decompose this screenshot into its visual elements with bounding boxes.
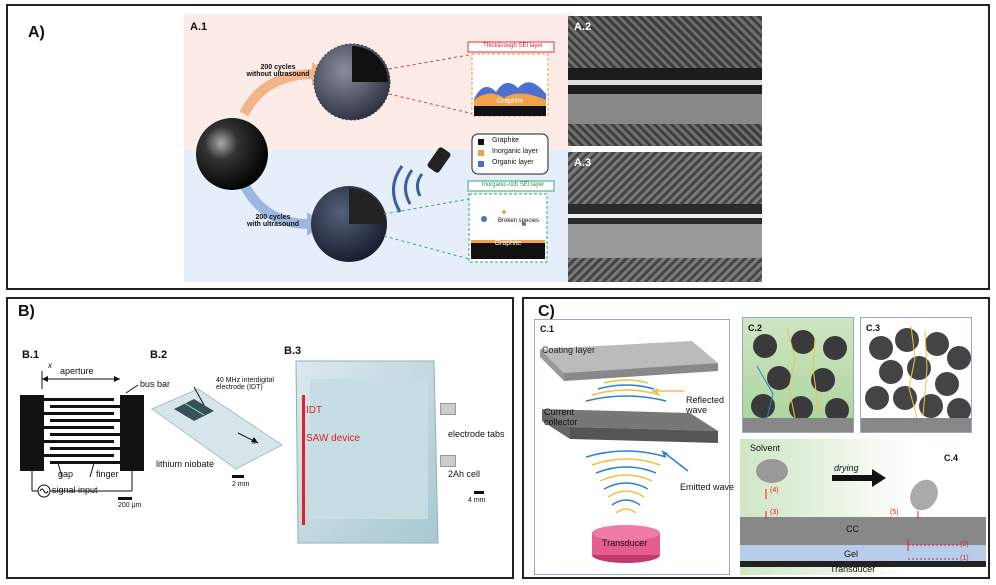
- panel-c: C) C.1 Coating layer R: [522, 297, 990, 579]
- reflected-wave-label: Reflected wave: [686, 395, 725, 415]
- c2-label: C.2: [748, 323, 763, 333]
- arrow-top: [239, 69, 315, 117]
- graphite-label-bottom: Graphite: [494, 240, 522, 247]
- scale-bar-b3: 4 mm: [468, 497, 486, 504]
- thick-sei-label: Thick&rough SEI layer: [483, 43, 543, 49]
- sem-image-a2: [568, 16, 762, 146]
- marker-1: (1): [960, 555, 969, 562]
- graphite-label-top: Graphite: [496, 98, 524, 105]
- transducer-label: Transducer: [602, 538, 648, 548]
- lithium-niobate-label: lithium niobate: [156, 459, 215, 469]
- scale-bar-b3-line: [474, 491, 484, 494]
- gel-label: Gel: [844, 549, 859, 559]
- c2-frame: [742, 317, 854, 433]
- c1-label: C.1: [540, 324, 555, 334]
- legend-item-graphite: Graphite: [492, 137, 519, 144]
- coating-layer-label: Coating layer: [542, 345, 596, 355]
- c4-label: C.4: [944, 453, 959, 463]
- scale-bar-b1: 200 μm: [118, 502, 142, 509]
- sem-image-a3: [568, 152, 762, 282]
- c3-label: C.3: [866, 323, 881, 333]
- x-axis-label-b2: x: [252, 437, 256, 446]
- drying-label: drying: [834, 463, 859, 473]
- idt-fingers: [44, 398, 120, 464]
- a1-illustration: [196, 41, 555, 263]
- c4-diagram: [740, 459, 986, 567]
- gap-label: gap: [58, 469, 74, 479]
- idt-label: IDT: [306, 405, 323, 416]
- solvent-label: Solvent: [750, 443, 781, 453]
- c1-illustration: [540, 341, 718, 563]
- c3-particles: [861, 325, 971, 432]
- legend-item-inorganic: Inorganic layer: [492, 148, 538, 155]
- a1-label: A.1: [190, 21, 208, 33]
- panel-b-label: B): [18, 303, 35, 320]
- ultrasound-probe: [427, 147, 451, 173]
- panel-a: A) A.1: [6, 4, 990, 290]
- c1-frame: [534, 319, 730, 575]
- c2-particles: [743, 327, 853, 432]
- electrode-tab-2: [440, 455, 456, 467]
- idt-description-label: 40 MHz interdigital electrode (IDT): [216, 377, 274, 391]
- electrode-tab-1: [440, 403, 456, 415]
- finger-label: finger: [96, 469, 119, 479]
- cycles-with-text: 200 cycles with ultrasound: [246, 214, 300, 228]
- bus-bar-label: bus bar: [140, 379, 171, 389]
- panel-b: B) B.1 x aperture bus bar: [6, 297, 514, 579]
- scale-bar-b2: 2 mm: [232, 481, 250, 488]
- pouch-cell-photo: [295, 360, 439, 544]
- signal-input-label: signal input: [52, 485, 98, 495]
- idt-schematic: [20, 371, 144, 500]
- b1-label: B.1: [22, 349, 40, 361]
- panel-a-label: A): [28, 24, 45, 41]
- arrow-bottom: [239, 181, 310, 229]
- x-axis-label-b1: x: [48, 361, 52, 370]
- graphite-sphere: [196, 118, 268, 190]
- marker-4: (4): [770, 487, 779, 494]
- b2-label: B.2: [150, 349, 168, 361]
- saw-device-label: SAW device: [306, 433, 361, 444]
- saw-chip-illustration: [150, 386, 283, 478]
- emitted-wave-label: Emitted wave: [680, 482, 735, 492]
- cycles-without-text: 200 cycles without ultrasound: [246, 64, 310, 78]
- broken-species-label: Broken species: [498, 218, 540, 224]
- c4-frame: [740, 439, 986, 575]
- marker-3: (3): [770, 509, 779, 516]
- legend-box: [471, 133, 549, 175]
- inorganic-sei-label: Inorganic-rich SEI layer: [481, 182, 545, 188]
- marker-5: (5): [890, 509, 899, 516]
- marker-2: (2): [960, 541, 969, 548]
- aperture-label: aperture: [60, 366, 94, 376]
- legend-item-organic: Organic layer: [492, 159, 534, 166]
- c3-frame: [860, 317, 972, 433]
- cell-capacity-label: 2Ah cell: [448, 469, 481, 479]
- electrode-tabs-label: electrode tabs: [448, 429, 505, 439]
- cc-label: CC: [846, 524, 859, 534]
- a2-label: A.2: [574, 21, 592, 33]
- a3-label: A.3: [574, 157, 592, 169]
- current-collector-label: Current collector: [544, 407, 578, 427]
- transducer-label-c4: Transducer: [830, 564, 876, 574]
- b3-label: B.3: [284, 345, 302, 357]
- panel-c-label: C): [538, 303, 555, 320]
